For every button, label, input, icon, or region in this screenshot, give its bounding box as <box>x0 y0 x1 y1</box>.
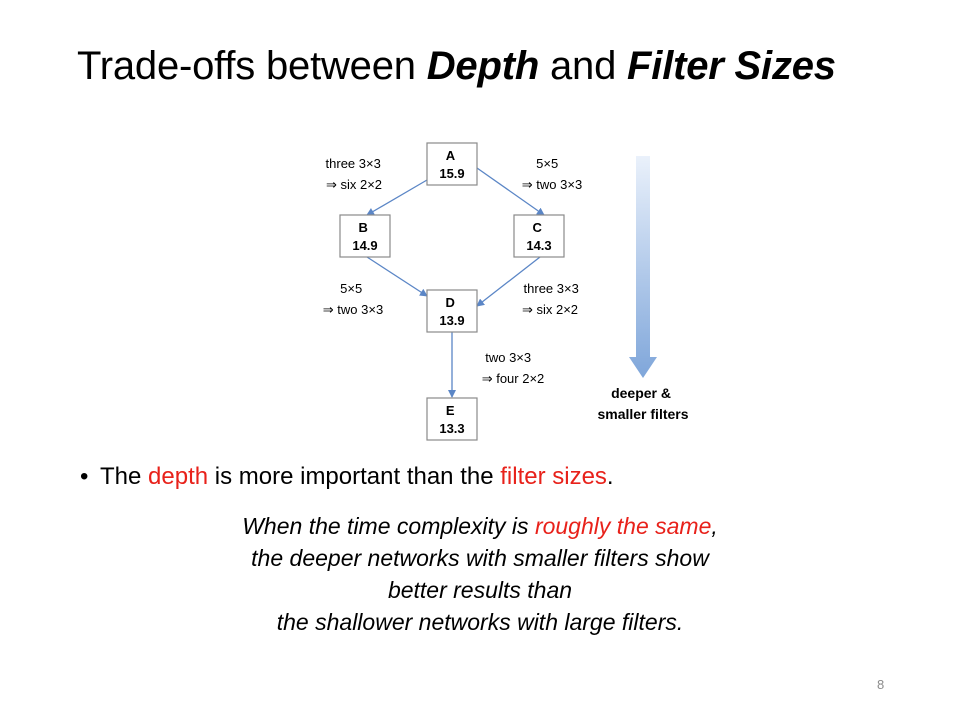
node-b-label: B 14.9 <box>352 220 377 253</box>
node-a-box <box>426 142 478 186</box>
edge-label-b-d-line2: ⇒ two 3×3 <box>323 302 383 317</box>
big-arrow-label-line2: smaller filters <box>597 406 688 422</box>
node-e-label: E 13.3 <box>439 403 464 436</box>
explanation-line-1: When the time complexity is roughly the … <box>0 510 960 542</box>
node-c-box <box>513 214 565 258</box>
big-down-arrow <box>629 156 657 378</box>
edge-label-d-e-line1: two 3×3 <box>485 350 531 365</box>
node-c-label: C 14.3 <box>526 220 551 253</box>
edge-label-c-d-line2: ⇒ six 2×2 <box>522 302 578 317</box>
title-middle: and <box>539 44 628 88</box>
node-a-label: A 15.9 <box>439 148 464 181</box>
edge-label-b-d: 5×5 ⇒ two 3×3 <box>323 281 383 317</box>
explanation-text: When the time complexity is roughly the … <box>0 510 960 638</box>
big-arrow-label: deeper & smaller filters <box>597 385 688 422</box>
bullet-text-part2: is more important than the <box>208 463 501 490</box>
page-number: 8 <box>877 677 885 692</box>
bullet-text-part3: . <box>606 463 614 490</box>
node-e-value: 13.3 <box>439 421 464 436</box>
title-filter-sizes: Filter Sizes <box>627 44 836 88</box>
bullet-text-part1: The <box>100 463 149 490</box>
node-a: A 15.9 <box>426 142 478 186</box>
bullet-point: • The depth is more important than the fi… <box>80 463 614 491</box>
title-prefix: Trade-offs between <box>77 44 427 88</box>
node-c: C 14.3 <box>513 214 565 258</box>
explanation-line-2: the deeper networks with smaller filters… <box>251 545 709 571</box>
edge-label-a-b-line1: three 3×3 <box>326 156 381 171</box>
node-d: D 13.9 <box>426 289 478 333</box>
node-d-label: D 13.9 <box>439 295 464 328</box>
edge-label-d-e-line2: ⇒ four 2×2 <box>482 371 545 386</box>
explanation-highlight: roughly the same <box>534 513 712 539</box>
node-d-box <box>426 289 478 333</box>
bullet-depth-highlight: depth <box>148 463 209 490</box>
node-a-id: A <box>446 148 456 163</box>
node-b-box <box>339 214 391 258</box>
node-e-box <box>426 397 478 441</box>
edge-label-c-d: three 3×3 ⇒ six 2×2 <box>522 281 582 317</box>
edge-a-c <box>476 167 545 216</box>
edge-label-d-e: two 3×3 ⇒ four 2×2 <box>482 350 545 386</box>
node-e: E 13.3 <box>426 397 478 441</box>
explanation-line-1b: , <box>711 513 718 539</box>
edge-label-b-d-line1: 5×5 <box>340 281 362 296</box>
edge-label-c-d-line1: three 3×3 <box>524 281 579 296</box>
big-arrow-label-line1: deeper & <box>611 385 671 401</box>
edge-label-a-c-line1: 5×5 <box>536 156 558 171</box>
edge-a-b <box>366 179 428 216</box>
node-c-id: C <box>532 220 542 235</box>
explanation-line-4: the shallower networks with large filter… <box>276 609 684 635</box>
node-d-value: 13.9 <box>439 313 464 328</box>
bullet-dot-icon: • <box>80 463 89 490</box>
node-b: B 14.9 <box>339 214 391 258</box>
node-a-value: 15.9 <box>439 166 464 181</box>
node-c-value: 14.3 <box>526 238 551 253</box>
node-d-id: D <box>445 295 454 310</box>
node-e-id: E <box>446 403 455 418</box>
edge-c-d <box>476 256 541 307</box>
slide-title: Trade-offs between Depth and Filter Size… <box>77 44 836 89</box>
edge-label-a-c: 5×5 ⇒ two 3×3 <box>522 156 582 192</box>
edge-label-a-b-line2: ⇒ six 2×2 <box>326 177 382 192</box>
title-depth: Depth <box>426 44 540 88</box>
bullet-filter-sizes-highlight: filter sizes <box>500 463 607 490</box>
node-b-value: 14.9 <box>352 238 377 253</box>
explanation-line-3: better results than <box>387 577 573 603</box>
edge-label-a-c-line2: ⇒ two 3×3 <box>522 177 582 192</box>
edge-label-a-b: three 3×3 ⇒ six 2×2 <box>326 156 385 192</box>
node-b-id: B <box>358 220 367 235</box>
edge-b-d <box>366 256 428 297</box>
explanation-line-1a: When the time complexity is <box>242 513 535 539</box>
